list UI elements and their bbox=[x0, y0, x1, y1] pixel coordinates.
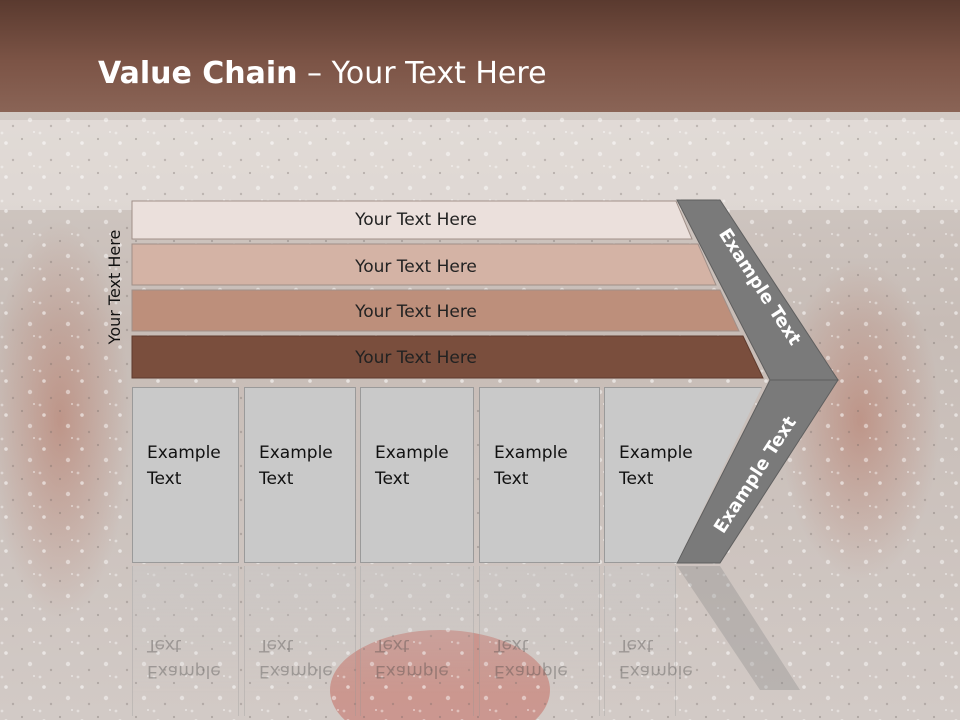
cell-4-text: Example Text bbox=[494, 443, 568, 489]
title-rest: – Your Text Here bbox=[297, 56, 547, 91]
cell-4-reflection-text: Example Text bbox=[494, 635, 568, 681]
cell-2-text: Example Text bbox=[259, 443, 333, 489]
bar-2[interactable] bbox=[131, 243, 717, 286]
arrow-reflection bbox=[677, 566, 800, 690]
cell-2-reflection-text: Example Text bbox=[259, 635, 333, 681]
cell-1-text: Example Text bbox=[147, 443, 221, 489]
cell-1-reflection-text: Example Text bbox=[147, 635, 221, 681]
slide-title: Value Chain – Your Text Here bbox=[98, 54, 547, 94]
bar-3[interactable] bbox=[131, 289, 740, 332]
title-bar bbox=[0, 0, 960, 112]
cell-3[interactable]: Example Text bbox=[360, 387, 474, 563]
arrow-lower[interactable] bbox=[676, 379, 839, 564]
cell-2[interactable]: Example Text bbox=[244, 387, 356, 563]
bar-3-label: Your Text Here bbox=[354, 302, 477, 322]
bar-2-label: Your Text Here bbox=[354, 257, 477, 277]
bar-4-label: Your Text Here bbox=[354, 348, 477, 368]
title-bold: Value Chain bbox=[98, 56, 298, 91]
cell-4[interactable]: Example Text bbox=[479, 387, 600, 563]
cell-2-reflection: Example Text bbox=[244, 566, 356, 716]
cell-4-reflection: Example Text bbox=[479, 566, 600, 716]
cell-5-reflection: Example Text bbox=[604, 566, 693, 716]
cell-3-reflection-text: Example Text bbox=[375, 635, 449, 681]
cell-1-reflection: Example Text bbox=[132, 566, 239, 716]
cell-3-reflection: Example Text bbox=[360, 566, 474, 716]
bar-4[interactable] bbox=[131, 335, 764, 379]
cell-1[interactable]: Example Text bbox=[132, 387, 239, 563]
cell-5-text: Example Text bbox=[619, 443, 693, 489]
cell-5-reflection-text: Example Text bbox=[619, 635, 693, 681]
bar-1-label: Your Text Here bbox=[354, 210, 477, 230]
bar-1[interactable] bbox=[131, 200, 693, 240]
cell-3-text: Example Text bbox=[375, 443, 449, 489]
